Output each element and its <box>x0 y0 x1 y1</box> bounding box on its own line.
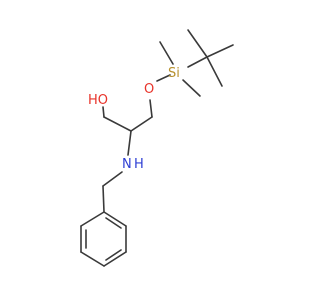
amine-n-label: N <box>122 157 132 172</box>
bond-cq-me3 <box>206 56 223 87</box>
ring-bond-6 <box>80 211 105 227</box>
bond-c1-c2 <box>103 116 132 132</box>
bond-c3-o2 <box>149 99 153 118</box>
ether-oxygen-label: O <box>144 82 154 97</box>
ring-bond-1 <box>103 211 127 227</box>
bond-n-ch2 <box>102 171 123 187</box>
bond-cq-me2 <box>206 44 234 58</box>
hydroxyl-label: HO <box>88 93 108 108</box>
ring-bond-4 <box>80 251 105 267</box>
bond-si-methyl-down <box>182 79 201 97</box>
silicon-label: Si <box>168 66 180 81</box>
structure-svg: HO O Si N H <box>80 29 234 267</box>
bond-c2-n <box>127 130 132 156</box>
bond-o2-si <box>156 74 171 82</box>
bond-si-cq <box>187 56 208 68</box>
molecule-diagram: HO O Si N H <box>80 29 234 267</box>
ring-bond-3 <box>103 251 127 267</box>
amine-h-label: H <box>134 157 144 172</box>
bond-c2-c3 <box>130 116 153 132</box>
bond-o1-c1 <box>102 106 105 118</box>
ring-double-2 <box>105 249 122 261</box>
bond-cq-me1 <box>187 29 208 58</box>
bond-si-methyl-up <box>159 41 174 65</box>
ring-double-1 <box>105 217 122 229</box>
bond-ch2-ring <box>102 185 105 213</box>
